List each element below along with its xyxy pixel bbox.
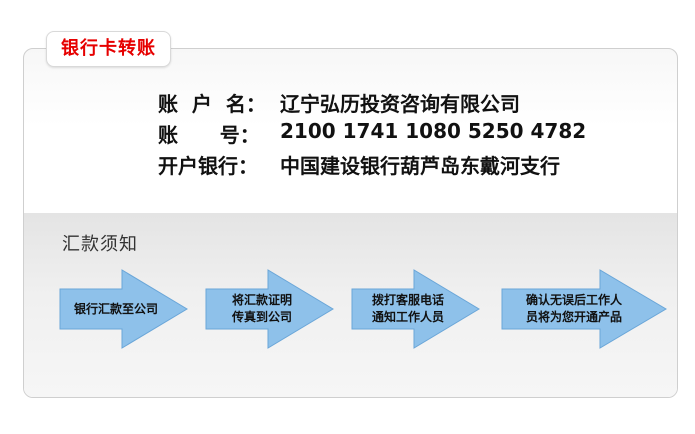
step-4-arrow: 确认无误后工作人 员将为您开通产品 [500,268,670,350]
bank-branch-value: 中国建设银行葫芦岛东戴河支行 [280,154,560,178]
step-3-arrow: 拨打客服电话 通知工作人员 [350,268,482,350]
step-2-arrow: 将汇款证明 传真到公司 [204,268,336,350]
tab-bank-transfer[interactable]: 银行卡转账 [46,31,171,67]
step-4-line-1: 确认无误后工作人 [525,293,622,307]
step-2-text: 将汇款证明 传真到公司 [210,289,314,329]
notice-title: 汇款须知 [62,234,138,255]
account-name-label: 账 户 名： [158,92,266,116]
step-3-line-2: 通知工作人员 [371,310,444,324]
arrow-shape-icon [351,269,480,349]
account-number-value: 2100 1741 1080 5250 4782 [280,119,587,143]
bank-branch-label: 开户银行： [158,154,258,178]
arrow-shape-icon [501,269,667,349]
step-3-text: 拨打客服电话 通知工作人员 [356,289,460,329]
step-3-line-1: 拨打客服电话 [371,293,444,307]
step-2-line-2: 传真到公司 [231,310,292,324]
account-name-value: 辽宁弘历投资咨询有限公司 [280,92,520,116]
step-1-arrow: 银行汇款至公司 [58,268,190,350]
step-1-line-1: 银行汇款至公司 [73,301,158,316]
account-number-label: 账 号： [158,123,260,147]
step-4-line-2: 员将为您开通产品 [525,310,622,324]
arrow-shape-icon [59,269,188,349]
step-2-line-1: 将汇款证明 [231,293,292,307]
arrow-shape-icon [205,269,334,349]
step-4-text: 确认无误后工作人 员将为您开通产品 [506,289,642,329]
step-1-text: 银行汇款至公司 [64,289,168,329]
